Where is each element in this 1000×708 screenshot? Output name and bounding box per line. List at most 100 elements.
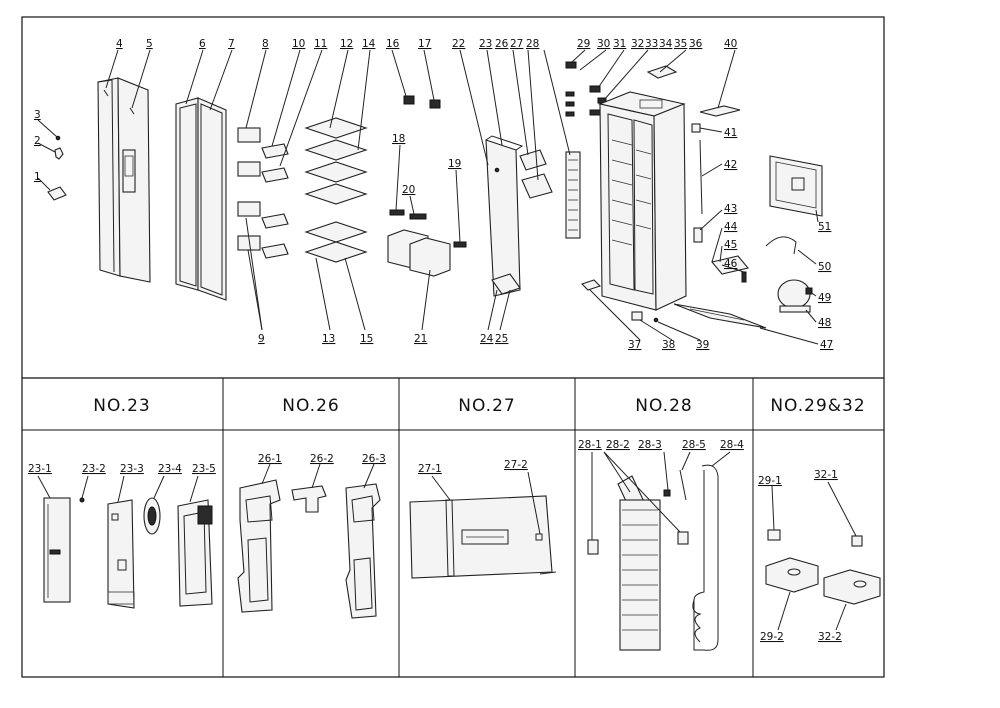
brackets-16-17 <box>391 49 441 109</box>
section-header-no23: NO.23 <box>93 396 150 416</box>
callout: 19 <box>448 158 461 170</box>
callout: 7 <box>228 38 235 50</box>
callout: 39 <box>696 339 709 351</box>
callout: 23-2 <box>82 463 106 475</box>
callout: 51 <box>818 221 831 233</box>
callout: 23-3 <box>120 463 144 475</box>
callout: 16 <box>386 38 400 50</box>
section-header-no28: NO.28 <box>635 396 692 416</box>
callout: 44 <box>724 221 738 233</box>
fridge-doors-4-5 <box>97 49 151 283</box>
callout: 27-2 <box>504 459 528 471</box>
callout: 12 <box>340 38 353 50</box>
callout: 41 <box>724 127 737 139</box>
parts-41-42 <box>691 123 723 215</box>
callout: 26-3 <box>362 453 386 465</box>
callout: 9 <box>258 333 265 345</box>
callout: 32-1 <box>814 469 838 481</box>
callout: 15 <box>360 333 373 345</box>
callout: 49 <box>818 292 831 304</box>
section-headers: NO.23 NO.26 NO.27 NO.28 NO.29&32 <box>93 396 865 416</box>
callout: 28-1 <box>578 439 602 451</box>
callout: 23-4 <box>158 463 182 475</box>
callout: 31 <box>613 38 626 50</box>
callout: 21 <box>414 333 427 345</box>
diagram-frame <box>21 16 885 678</box>
detail-no26: 26-1 26-2 26-3 <box>237 453 386 619</box>
base-plate-47 <box>673 303 819 345</box>
callout: 29-2 <box>760 631 784 643</box>
callout: 23-1 <box>28 463 52 475</box>
glass-shelves-12-13-14-15 <box>304 49 371 331</box>
door-liners-6-7 <box>175 49 233 301</box>
callout: 43 <box>724 203 737 215</box>
callout: 40 <box>724 38 737 50</box>
callout: 28-4 <box>720 439 744 451</box>
callout: 47 <box>820 339 833 351</box>
callout: 23-5 <box>192 463 216 475</box>
detail-no23: 23-1 23-2 23-3 23-4 23-5 <box>28 463 216 609</box>
callout: 24 <box>480 333 494 345</box>
evaporator-28 <box>543 49 581 239</box>
callout: 42 <box>724 159 737 171</box>
callout: 26-2 <box>310 453 334 465</box>
callout: 29-1 <box>758 475 782 487</box>
section-header-no29-32: NO.29&32 <box>770 396 865 416</box>
callout: 28-3 <box>638 439 662 451</box>
detail-no27: 27-1 27-2 <box>409 459 557 579</box>
callout: 36 <box>689 38 703 50</box>
main-callouts: 1 2 3 4 5 6 7 8 9 10 11 12 13 14 15 16 1… <box>34 38 833 351</box>
callout: 50 <box>818 261 831 273</box>
callout: 28 <box>526 38 539 50</box>
callout: 28-2 <box>606 439 630 451</box>
main-exploded-view: 1 2 3 4 5 6 7 8 9 10 11 12 13 14 15 16 1… <box>34 38 833 351</box>
callout: 8 <box>262 38 269 50</box>
callout: 5 <box>146 38 153 50</box>
top-small-parts-29-36 <box>565 49 687 117</box>
detail-no29-32: 29-1 32-1 29-2 32-2 <box>758 469 881 643</box>
callout: 26 <box>495 38 509 50</box>
callout: 37 <box>628 339 641 351</box>
callout: 11 <box>314 38 327 50</box>
callout: 17 <box>418 38 431 50</box>
callout: 33 <box>645 38 658 50</box>
cabinet-body <box>598 91 687 311</box>
callout: 27 <box>510 38 523 50</box>
callout: 30 <box>597 38 610 50</box>
callout: 27-1 <box>418 463 442 475</box>
callout: 3 <box>34 109 41 121</box>
section-header-no27: NO.27 <box>458 396 515 416</box>
callout: 34 <box>659 38 673 50</box>
air-duct-22-25 <box>459 49 524 331</box>
parts-43-46 <box>693 209 749 283</box>
callout: 18 <box>392 133 405 145</box>
callout: 1 <box>34 171 41 183</box>
callout: 22 <box>452 38 465 50</box>
callout: 23 <box>479 38 492 50</box>
door-bins-8-9-10-11 <box>237 49 323 331</box>
crisper-drawers-18-21 <box>387 144 467 331</box>
callout: 4 <box>116 38 123 50</box>
callout: 46 <box>724 258 738 270</box>
detail-no28: 28-1 28-2 28-3 28-5 28-4 <box>578 439 744 651</box>
callout: 6 <box>199 38 206 50</box>
callout: 13 <box>322 333 335 345</box>
back-cover-51 <box>769 155 823 223</box>
callout: 26-1 <box>258 453 282 465</box>
callout: 2 <box>34 135 41 147</box>
callout: 14 <box>362 38 376 50</box>
compressor-48-49-50 <box>765 236 817 323</box>
callout: 28-5 <box>682 439 706 451</box>
bottom-parts-37-38-39 <box>580 279 701 341</box>
callout: 38 <box>662 339 675 351</box>
callout: 32-2 <box>818 631 842 643</box>
callout: 48 <box>818 317 831 329</box>
callout: 45 <box>724 239 737 251</box>
section-header-no26: NO.26 <box>282 396 339 416</box>
callout: 32 <box>631 38 644 50</box>
callout: 20 <box>402 184 415 196</box>
callout: 10 <box>292 38 305 50</box>
callout: 25 <box>495 333 508 345</box>
callout: 35 <box>674 38 687 50</box>
